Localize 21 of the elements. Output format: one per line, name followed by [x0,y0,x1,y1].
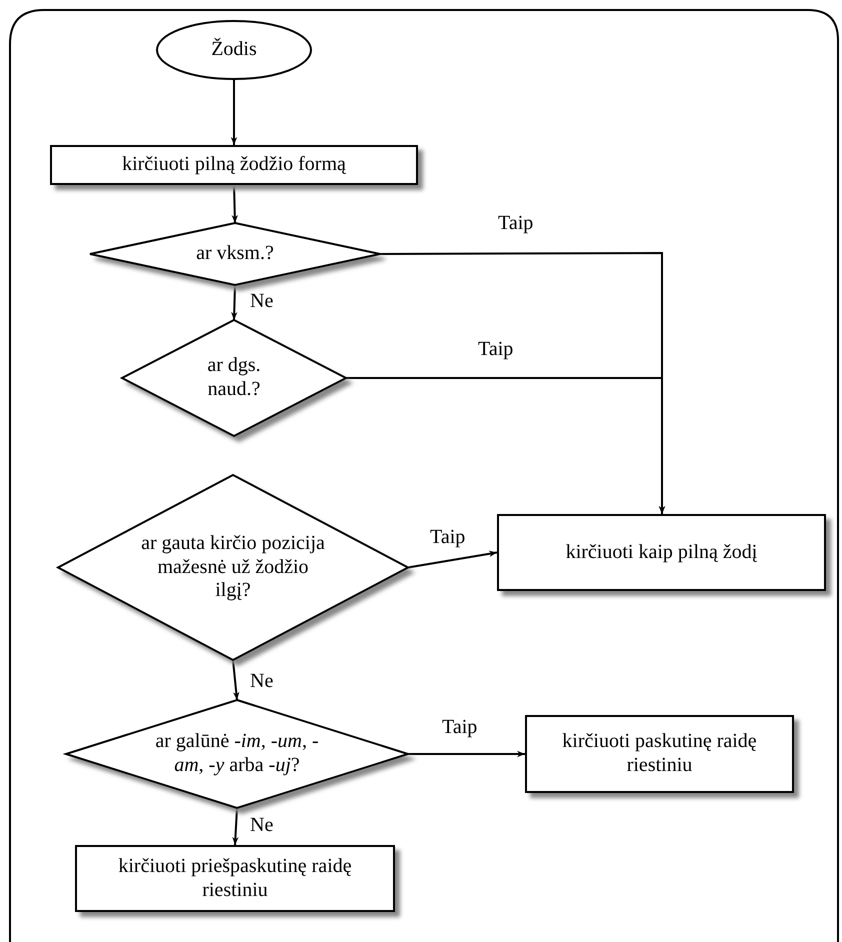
process-text: kirčiuoti kaip pilną žodį [566,540,758,564]
arrow [232,184,238,224]
arrow [408,550,498,568]
decision-text: ar gauta kirčio pozicija mažesnė už žodžio ilgį? [140,532,326,603]
start-text: Žodis [211,38,257,62]
arrow [346,377,666,514]
process-text: kirčiuoti priešpaskutinę raidę riestiniu [117,854,353,902]
arrow [231,284,238,320]
decision-text: ar galūnė -im, -um, -am, -y arba -uj? [154,730,320,778]
process-box [50,145,418,185]
arrow [408,750,525,758]
arrow [230,80,238,145]
arrow [232,660,240,700]
process-box [525,715,794,793]
process-box [75,845,395,912]
process-text: kirčiuoti paskutinę raidę riestiniu [561,730,758,778]
process-text: kirčiuoti pilną žodžio formą [122,153,346,177]
decision-text: ar dgs. naud.? [206,354,262,402]
arrow [232,808,239,846]
process-box [497,514,826,591]
decision-text: ar vksm.? [195,242,275,266]
